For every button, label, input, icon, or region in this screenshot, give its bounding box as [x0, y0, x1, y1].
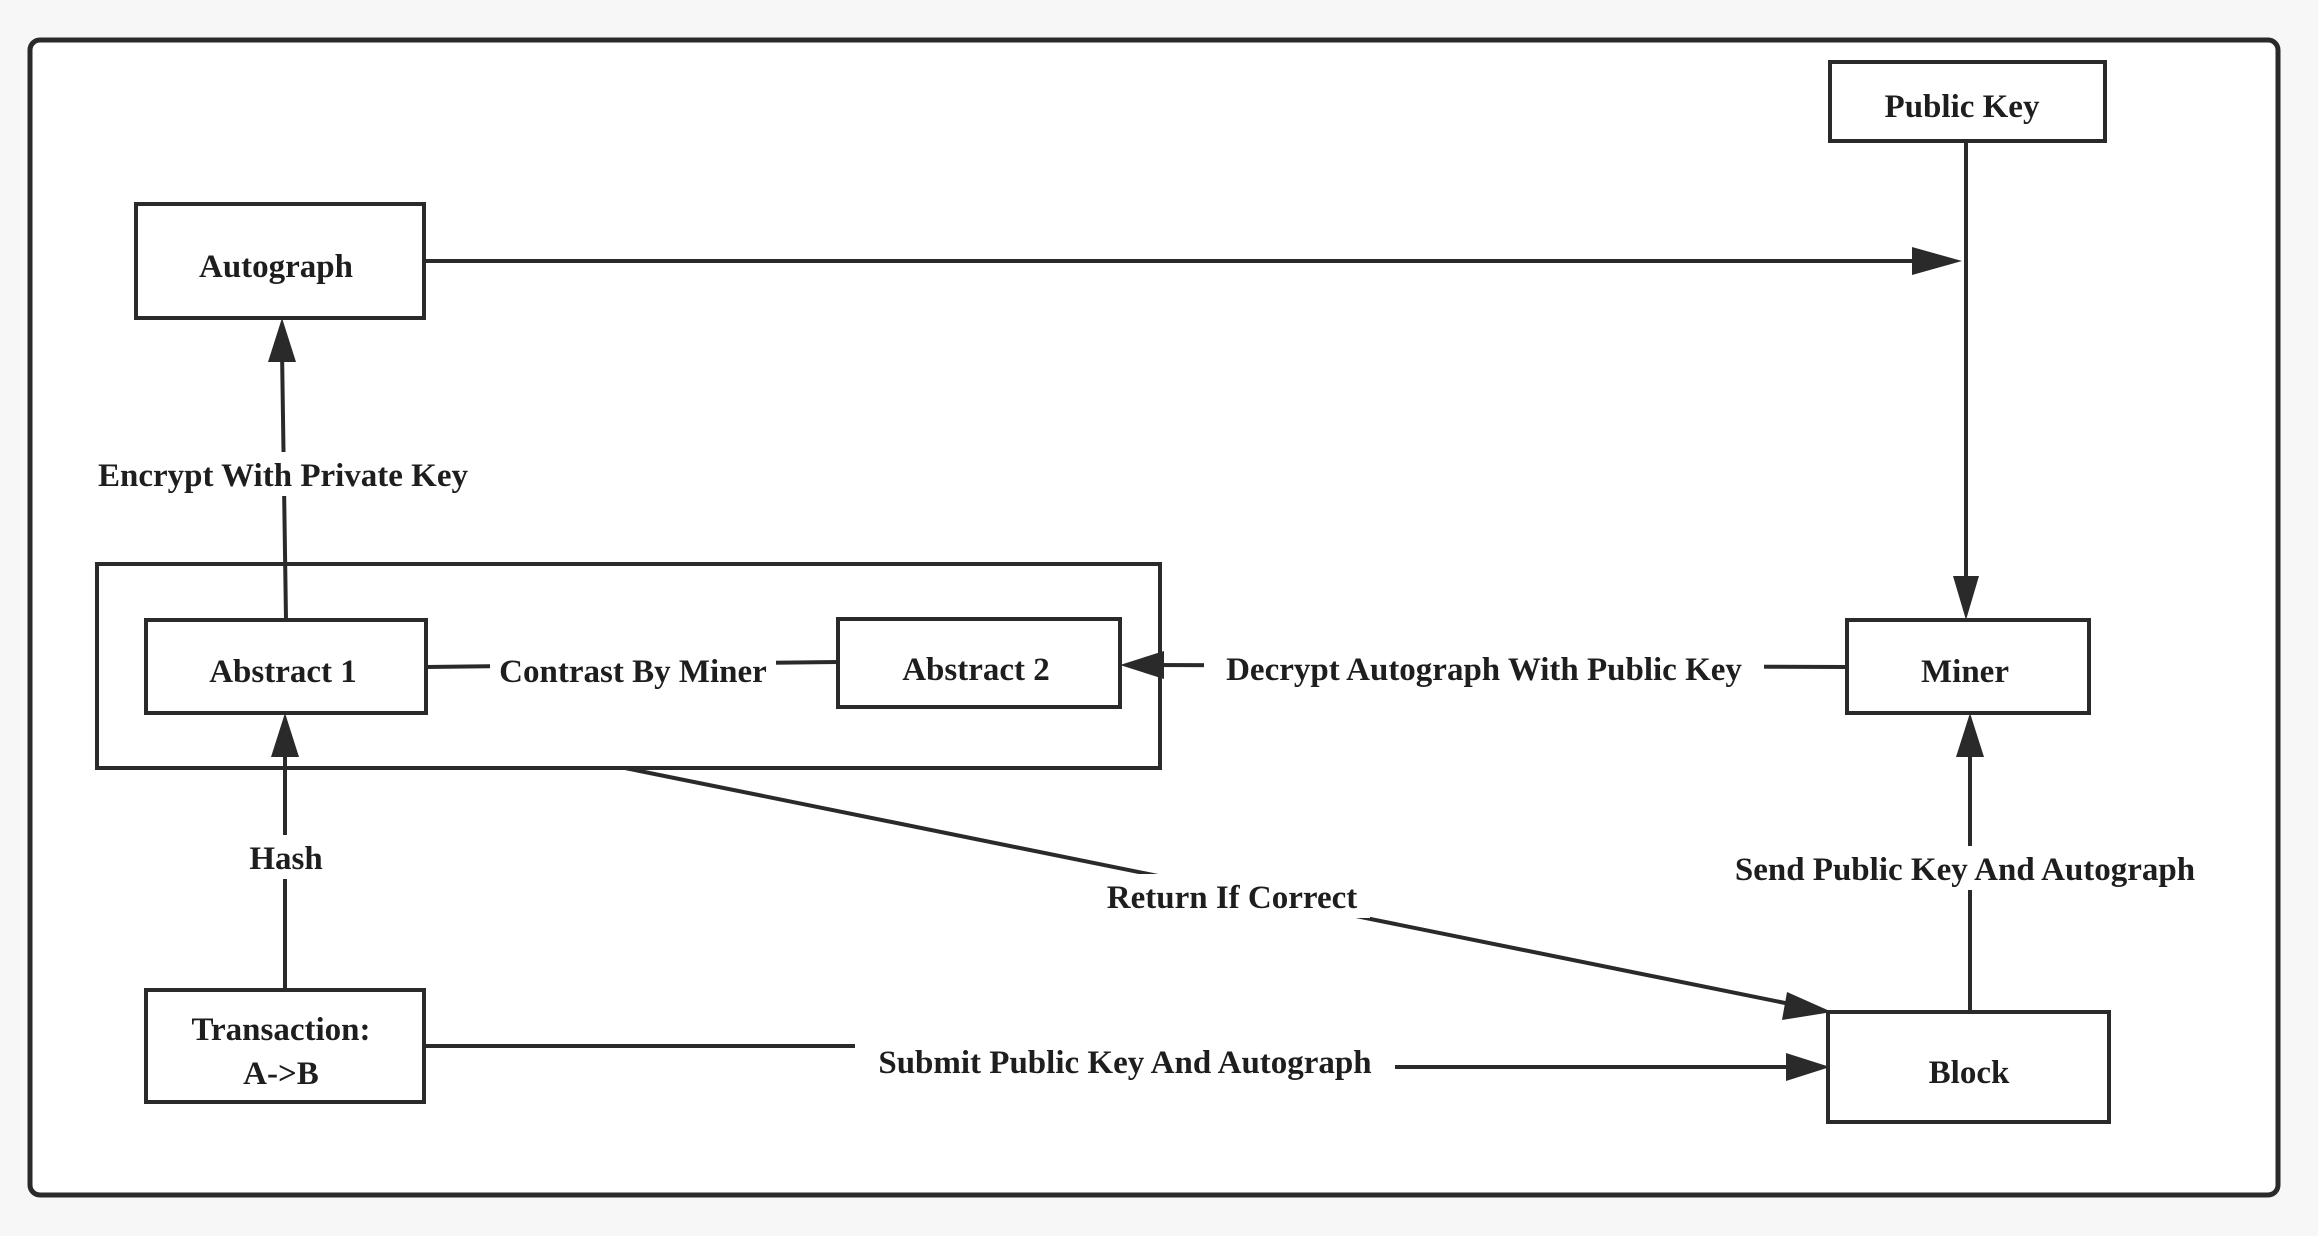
- label-hash-text: Hash: [249, 841, 322, 877]
- node-block[interactable]: Block: [1826, 1010, 2111, 1124]
- arrowhead: [1956, 713, 1984, 757]
- label-submit-text: Submit Public Key And Autograph: [878, 1045, 1371, 1081]
- label-encrypt-text: Encrypt With Private Key: [98, 458, 468, 494]
- arrowhead: [268, 318, 296, 362]
- label-decrypt-text: Decrypt Autograph With Public Key: [1226, 652, 1742, 688]
- node-abstract-2-label: Abstract 2: [902, 652, 1050, 688]
- edge-autograph-to-public-key: [424, 247, 1962, 275]
- arrowhead: [1786, 1053, 1830, 1081]
- edge-public-key-to-miner: [1953, 141, 1979, 620]
- arrowhead: [1120, 651, 1164, 679]
- node-autograph[interactable]: Autograph: [134, 202, 426, 320]
- node-miner[interactable]: Miner: [1845, 618, 2091, 715]
- node-abstract-2[interactable]: Abstract 2: [836, 617, 1122, 709]
- node-abstract-1[interactable]: Abstract 1: [144, 618, 428, 715]
- node-miner-label: Miner: [1921, 654, 2009, 690]
- label-return-if-correct: Return If Correct: [1094, 874, 1370, 918]
- label-encrypt-with-private-key: Encrypt With Private Key: [80, 452, 490, 496]
- arrowhead: [271, 713, 299, 757]
- label-contrast-by-miner: Contrast By Miner: [490, 648, 776, 692]
- arrowhead: [1912, 247, 1962, 275]
- node-public-key[interactable]: Public Key: [1828, 60, 2107, 143]
- label-hash: Hash: [240, 835, 332, 879]
- node-public-key-label: Public Key: [1885, 89, 2040, 125]
- arrowhead: [1953, 576, 1979, 620]
- node-autograph-label: Autograph: [199, 249, 353, 285]
- arrowhead: [1782, 992, 1832, 1020]
- label-send-public-key: Send Public Key And Autograph: [1710, 846, 2220, 890]
- label-contrast-text: Contrast By Miner: [499, 654, 767, 690]
- label-decrypt-autograph: Decrypt Autograph With Public Key: [1204, 646, 1764, 690]
- label-send-text: Send Public Key And Autograph: [1735, 852, 2195, 888]
- node-transaction[interactable]: Transaction: A->B: [144, 988, 426, 1104]
- diagram-frame: [27, 37, 2281, 1198]
- node-abstract-1-label: Abstract 1: [209, 654, 357, 690]
- node-transaction-line2: A->B: [243, 1056, 319, 1092]
- label-submit-public-key: Submit Public Key And Autograph: [855, 1040, 1395, 1084]
- label-return-text: Return If Correct: [1107, 880, 1357, 916]
- node-block-label: Block: [1929, 1055, 2010, 1091]
- node-transaction-line1: Transaction:: [191, 1012, 370, 1048]
